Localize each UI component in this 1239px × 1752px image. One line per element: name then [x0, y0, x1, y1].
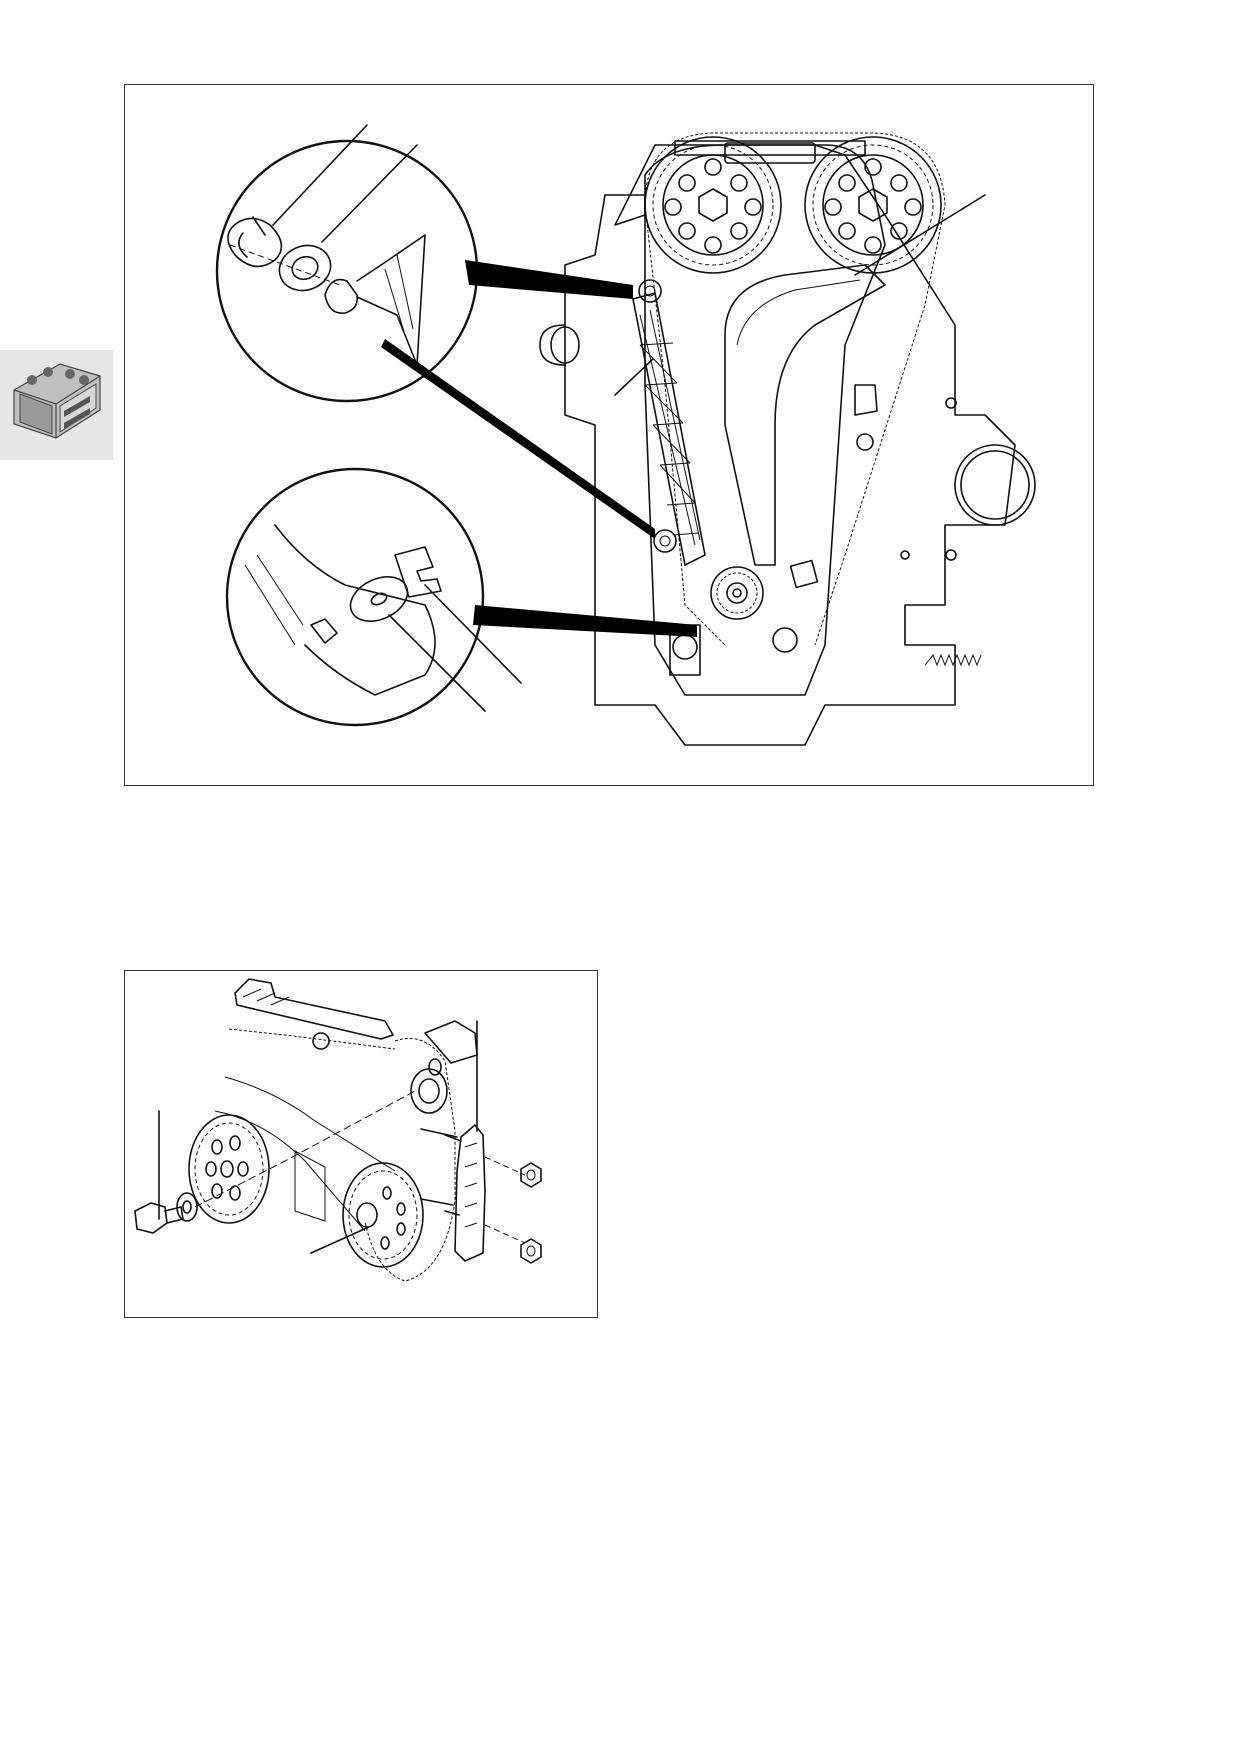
camshaft-sprocket-installed: [342, 1162, 424, 1268]
sprocket-bolt: [134, 1202, 184, 1234]
exhaust-cam-sprocket: [644, 136, 782, 274]
circlip-part: [227, 217, 283, 268]
sprocket-washer: [176, 1192, 198, 1222]
sprocket-tensioner-exploded-illustration: [134, 978, 542, 1282]
tensioner-nut-lower: [520, 1238, 542, 1264]
pivot-pin-part: [310, 618, 338, 644]
detail-magnifier-upper-pivot: [215, 124, 633, 403]
camshaft-sprocket-exploded: [188, 1114, 270, 1224]
figure-camshaft-sprocket-chain-tensioner: [124, 970, 598, 1318]
crankshaft-sprocket: [710, 566, 764, 620]
intake-cam-sprocket: [804, 136, 942, 274]
retaining-clip-part: [394, 546, 442, 598]
engine-block-icon: [13, 363, 101, 439]
chain-tensioner-rail: [420, 1124, 486, 1262]
figure-timing-cover-guides: [124, 84, 1094, 786]
idler-sprocket: [410, 1068, 448, 1114]
section-tab: [0, 350, 113, 460]
tensioner-guide: [724, 264, 886, 566]
timing-chain-guides-illustration: [215, 124, 1036, 746]
fixed-chain-guide: [632, 279, 706, 566]
detail-magnifier-lower-pivot: [225, 339, 697, 727]
washer-part: [278, 244, 332, 292]
tensioner-nut-upper: [520, 1162, 542, 1188]
